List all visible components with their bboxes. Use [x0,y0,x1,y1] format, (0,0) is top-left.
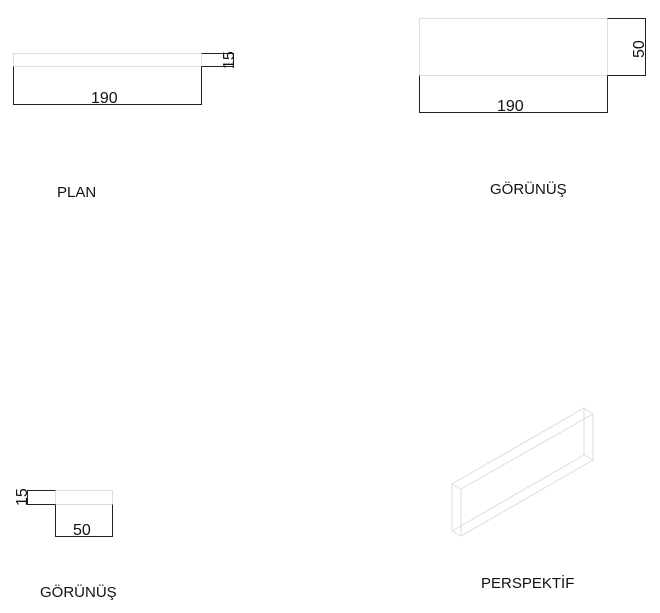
side-outline [55,490,113,505]
side-height-text: 15 [14,488,31,506]
side-height-dimension [27,490,56,505]
side-view-label: GÖRÜNÜŞ [40,584,117,601]
perspective-view [451,407,594,537]
front-width-dimension [419,75,608,113]
front-view-label: GÖRÜNÜŞ [490,181,567,198]
plan-height-dimension [201,53,234,67]
plan-view: 190 15 [13,51,238,107]
side-view: 50 15 [14,488,113,539]
perspective-label: PERSPEKTİF [481,575,575,592]
front-height-dimension [607,18,646,76]
side-width-text: 50 [73,522,91,539]
front-width-text: 190 [497,98,524,115]
front-outline [419,18,608,76]
perspective-back-face [451,407,585,532]
plan-outline [13,53,202,67]
side-width-dimension [55,504,113,537]
perspective-front-face [460,413,594,537]
plan-width-text: 190 [91,90,118,107]
perspective-edges [451,407,594,537]
front-view: 190 50 [419,18,648,115]
plan-label: PLAN [57,184,97,201]
plan-width-dimension [13,66,202,105]
front-height-text: 50 [631,40,648,58]
plan-height-text: 15 [221,51,238,69]
